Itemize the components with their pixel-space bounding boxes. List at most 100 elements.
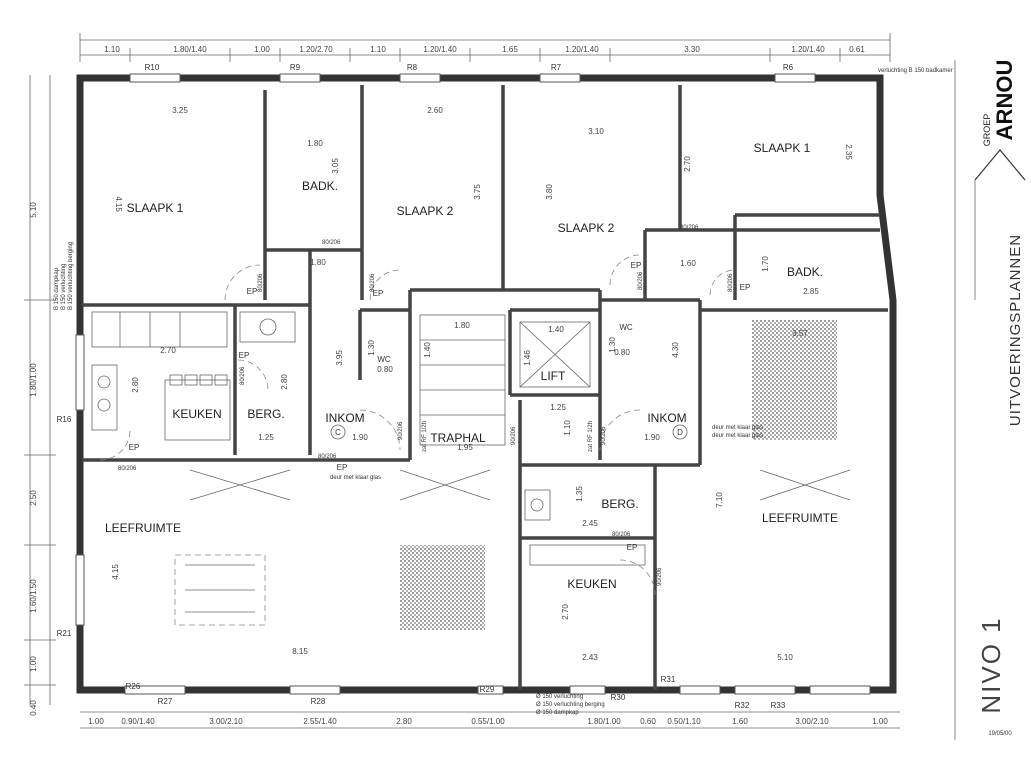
tag-r9: R9: [290, 63, 301, 72]
dim-180c: 1.80: [454, 321, 470, 330]
door-labels: 80/206 80/206 80/206 80/206 80/206 80/20…: [118, 225, 734, 586]
door-label-2: 80/206: [322, 240, 341, 246]
bottom-dim-7: 1.80/1.00: [587, 717, 621, 726]
floor-pattern-right: [752, 320, 837, 440]
tag-r33: R33: [771, 701, 786, 710]
top-dimension-line: 1.10 1.80/1.40 1.00 1.20/2.70 1.10 1.20/…: [79, 33, 891, 62]
dim-180b: 1.80: [310, 258, 326, 267]
furniture: [91, 311, 851, 626]
tag-r27: R27: [158, 697, 173, 706]
room-wc-left: WC: [377, 355, 391, 364]
dim-125b: 1.25: [550, 403, 566, 412]
dim-325: 3.25: [172, 106, 188, 115]
bottom-dim-4: 2.55/1.40: [303, 717, 337, 726]
interior-walls: [82, 85, 888, 690]
dim-270a: 2.70: [683, 156, 692, 172]
note-4: B 150 verluchting berging: [68, 242, 74, 310]
tag-r26: R26: [126, 682, 141, 691]
dim-510: 5.10: [777, 653, 793, 662]
note-1: verluchting B 150 badkamer: [878, 68, 953, 74]
tag-r31: R31: [661, 675, 676, 684]
dim-260: 2.60: [427, 106, 443, 115]
room-leefruimte-right: LEEFRUIMTE: [762, 511, 838, 525]
left-dim-3: 2.50: [29, 490, 38, 506]
ep-8: EP: [627, 543, 638, 552]
dim-310: 3.10: [588, 127, 604, 136]
bottom-dim-6: 0.55/1.00: [471, 717, 505, 726]
door-label-10: 90/206: [398, 421, 404, 440]
dim-375: 3.75: [473, 184, 482, 200]
bottom-dim-12: 1.00: [872, 717, 888, 726]
room-berg-right: BERG.: [601, 497, 638, 511]
ep-4: EP: [740, 283, 751, 292]
room-traphal: TRAPHAL: [430, 431, 486, 445]
door-label-12: 90/206: [601, 426, 607, 445]
left-dim-1: 5.10: [29, 202, 38, 218]
dim-280a: 2.80: [131, 377, 140, 393]
dim-110: 1.10: [563, 420, 572, 436]
dim-140a: 1.40: [423, 342, 432, 358]
ep-7: EP: [337, 463, 348, 472]
room-inkom-right: INKOM: [647, 411, 686, 425]
tag-r16: R16: [57, 415, 72, 424]
dim-195: 1.95: [457, 443, 473, 452]
door-label-13: 90/206: [657, 567, 663, 586]
note-8: Ø 150 verluchting: [536, 694, 583, 700]
tag-r30: R30: [611, 693, 626, 702]
room-slaapk2-right: SLAAPK 2: [558, 221, 615, 235]
top-dim-2: 1.80/1.40: [173, 45, 207, 54]
top-dim-1: 1.10: [104, 45, 120, 54]
sheet-level: NIVO 1: [976, 616, 1006, 713]
door-swings: [99, 254, 736, 596]
dim-146: 1.46: [523, 350, 532, 366]
dim-125a: 1.25: [258, 433, 274, 442]
window-tags: R10 R9 R8 R7 R6 R16 R21 R26 R27 R28 R29 …: [57, 63, 794, 710]
top-dim-9: 3.30: [684, 45, 700, 54]
dim-243: 2.43: [582, 653, 598, 662]
dim-130b: 1.30: [608, 337, 617, 353]
note-6: deur met klaar glas: [712, 425, 763, 431]
note-2: B 150 dampkap: [54, 267, 60, 310]
door-label-1: 80/206: [258, 273, 264, 292]
dim-140b: 1.40: [548, 325, 564, 334]
door-label-8: 80/206: [118, 466, 137, 472]
bottom-dimension-line: 1.00 0.90/1.40 3.00/2.10 2.55/1.40 2.80 …: [80, 711, 900, 729]
top-dim-4: 1.20/2.70: [299, 45, 333, 54]
sheet-title: UITVOERINGSPLANNEN: [1007, 234, 1024, 426]
windows: [75, 73, 871, 695]
tag-r21: R21: [57, 629, 72, 638]
bottom-dim-5: 2.80: [396, 717, 412, 726]
tag-r8: R8: [407, 63, 418, 72]
dim-245: 2.45: [582, 519, 598, 528]
note-12: zat RF 1/2h: [588, 421, 594, 452]
left-dim-6: 0.40: [29, 700, 38, 716]
bottom-dim-8: 0.60: [640, 717, 656, 726]
floor-pattern-left: [400, 545, 485, 630]
dim-270b: 2.70: [160, 346, 176, 355]
door-label-4: 80/206: [680, 225, 699, 231]
dim-235: 2.35: [844, 144, 853, 160]
door-label-5: 80/206: [638, 271, 644, 290]
tag-r6: R6: [783, 63, 794, 72]
bottom-dim-11: 3.00/2.10: [795, 717, 829, 726]
room-wc-right: WC: [619, 323, 633, 332]
bottom-dim-10: 1.60: [732, 717, 748, 726]
dim-357: 3.57: [792, 329, 808, 338]
dim-180a: 1.80: [307, 139, 323, 148]
note-5: deur met klaar glas: [330, 475, 381, 481]
dim-380: 3.80: [545, 184, 554, 200]
note-10: Ø 150 dampkap: [536, 710, 579, 716]
bottom-dim-3: 3.00/2.10: [209, 717, 243, 726]
tag-r7: R7: [551, 63, 562, 72]
dim-430: 4.30: [671, 342, 680, 358]
dim-285: 2.85: [803, 287, 819, 296]
door-label-14: 80/206: [612, 532, 631, 538]
top-dim-11: 0.61: [849, 45, 865, 54]
note-3: B 150 verluchting: [61, 264, 67, 310]
left-dim-5: 1.00: [29, 656, 38, 672]
bottom-dim-2: 0.90/1.40: [121, 717, 155, 726]
ep-3: EP: [631, 261, 642, 270]
brand-group: GROEP: [982, 114, 992, 147]
dim-395: 3.95: [335, 350, 344, 366]
circle-c: C: [335, 428, 341, 437]
